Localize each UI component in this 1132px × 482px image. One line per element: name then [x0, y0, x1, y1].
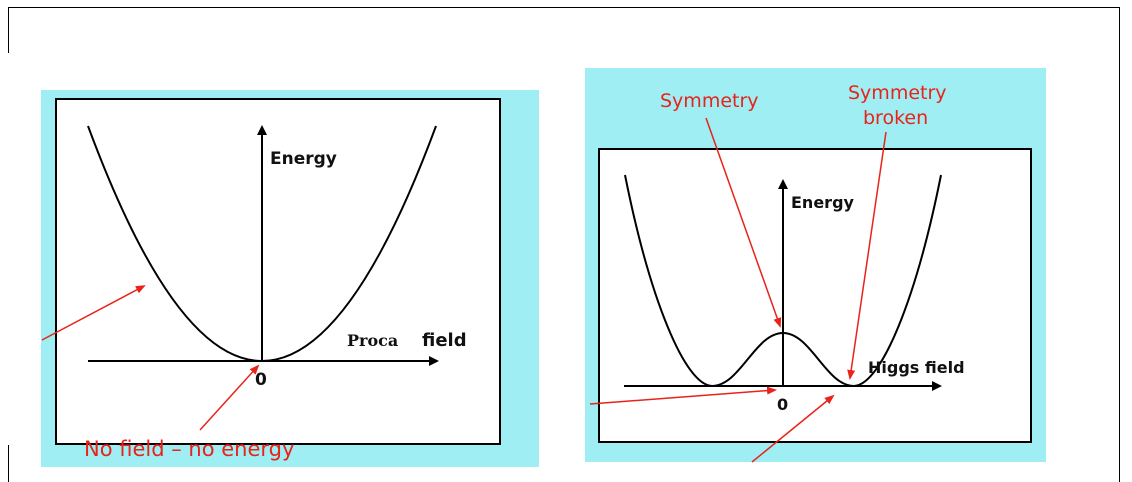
left-curve-pointer-arrow [41, 285, 146, 341]
right-double-well-curve [624, 174, 942, 388]
right-energy-label: Energy [791, 193, 855, 212]
symmetry-broken-label-line2: broken [863, 107, 928, 129]
right-origin-label: 0 [777, 395, 788, 414]
right-minimum-pointer-arrow [751, 394, 835, 463]
left-field-label-suffix: field [422, 330, 467, 351]
frame-left-border-lower [8, 445, 9, 482]
left-potential-panel: Energy Proca field 0 No field – no energ… [41, 98, 501, 461]
symmetry-broken-pointer-arrow [847, 131, 887, 380]
left-caption: No field – no energy [84, 437, 294, 461]
right-field-label: Higgs field [868, 358, 965, 377]
left-origin-label: 0 [255, 370, 267, 390]
left-origin-pointer-arrow [199, 364, 260, 431]
left-plot-box [55, 98, 501, 445]
symmetry-pointer-arrow [705, 117, 782, 328]
frame-right-border [1119, 7, 1120, 482]
left-field-label-prefix: Proca [347, 331, 398, 350]
right-origin-pointer-arrow [589, 386, 777, 405]
frame-left-border-upper [8, 7, 9, 53]
frame-top-border [8, 7, 1120, 8]
symmetry-broken-label-line1: Symmetry [848, 82, 947, 104]
symmetry-label: Symmetry [660, 90, 759, 112]
left-parabola-curve [87, 125, 437, 362]
right-plot-box [598, 148, 1032, 443]
right-potential-panel: Energy Higgs field 0 Symmetry Symmetry b… [589, 82, 1032, 463]
left-energy-label: Energy [270, 149, 337, 169]
